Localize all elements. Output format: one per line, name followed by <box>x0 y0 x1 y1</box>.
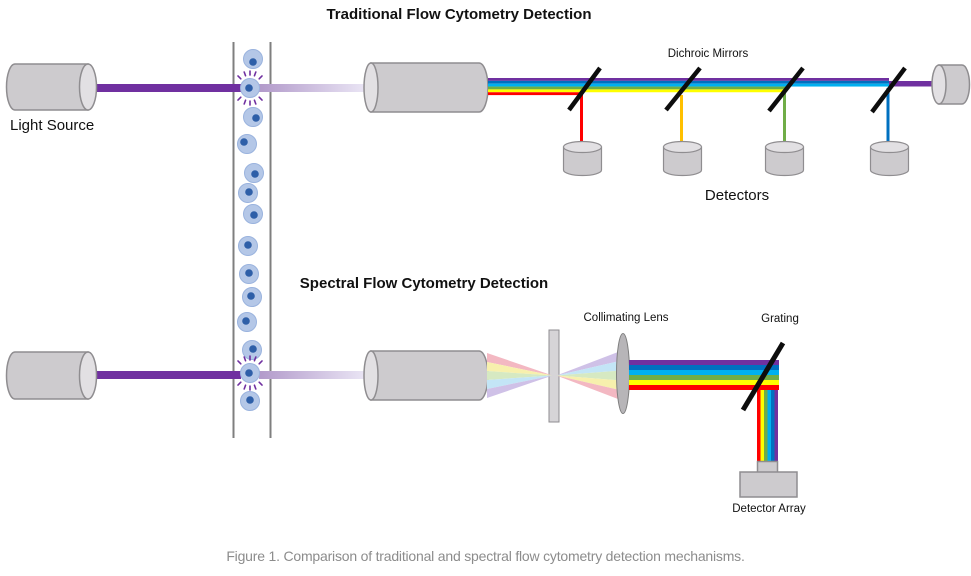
collimating-lens <box>616 333 630 414</box>
detectors-label: Detectors <box>704 187 770 204</box>
collimating-lens-label: Collimating Lens <box>583 312 669 324</box>
dichroic-mirror-lines <box>567 66 907 114</box>
grating-line <box>740 341 786 412</box>
scattered-beam-spectral <box>259 371 364 379</box>
reflected-color-beams <box>580 88 890 146</box>
flow-cells <box>237 49 264 411</box>
figure-caption: Figure 1. Comparison of traditional and … <box>226 548 745 564</box>
detector-cylinders <box>562 140 910 177</box>
grating-label: Grating <box>761 313 799 325</box>
dispersed-beam-segments <box>488 78 945 96</box>
diffracted-rainbow-beam <box>757 372 778 462</box>
collection-optic-spectral <box>363 350 489 401</box>
collimated-rainbow-beam <box>629 360 779 390</box>
laser-beam-traditional <box>88 84 241 92</box>
detector-array-shape <box>739 460 798 498</box>
light-source-spectral <box>5 351 98 400</box>
scattered-beam-traditional <box>259 84 364 92</box>
light-source-label: Light Source <box>10 117 95 134</box>
detector-array-label: Detector Array <box>732 503 806 515</box>
laser-beam-spectral <box>88 371 241 379</box>
terminal-optic <box>931 64 971 105</box>
traditional-title: Traditional Flow Cytometry Detection <box>326 6 592 23</box>
spectral-title: Spectral Flow Cytometry Detection <box>299 275 549 292</box>
collection-optic-traditional <box>363 62 489 113</box>
light-fan <box>487 352 618 399</box>
light-source-traditional <box>5 63 98 111</box>
dichroic-mirrors-label: Dichroic Mirrors <box>667 48 749 60</box>
